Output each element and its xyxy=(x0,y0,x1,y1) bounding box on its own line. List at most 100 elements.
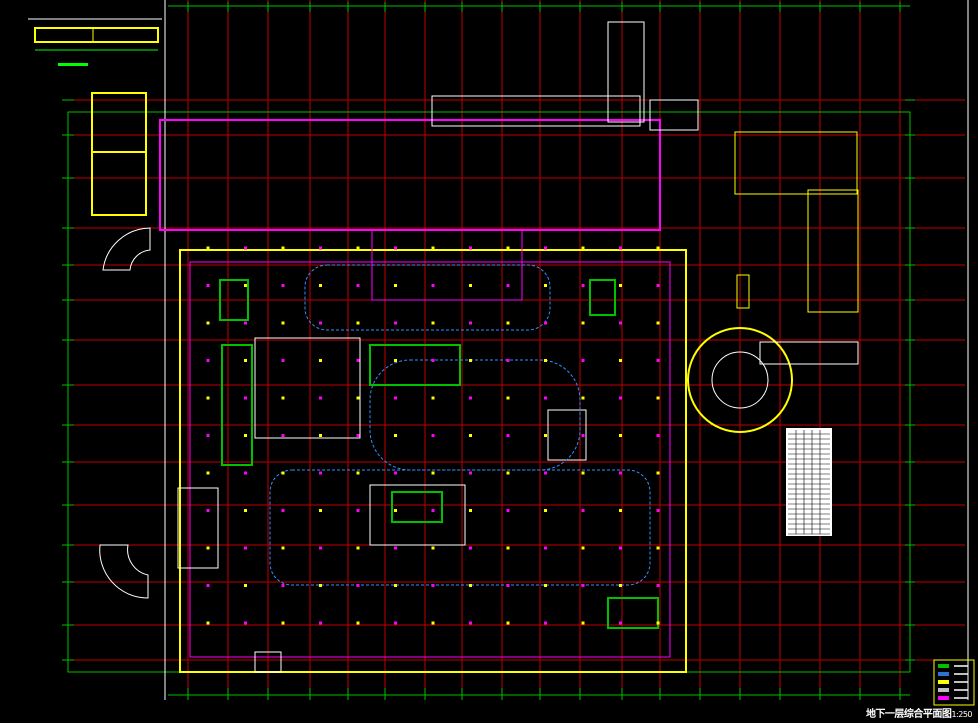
column xyxy=(319,321,322,325)
column xyxy=(619,396,622,400)
column xyxy=(656,584,660,587)
column xyxy=(356,284,360,287)
column xyxy=(319,434,322,437)
column xyxy=(281,621,285,625)
column xyxy=(281,509,285,512)
column xyxy=(206,396,210,400)
column xyxy=(544,546,547,550)
schedule-table xyxy=(786,428,832,536)
column xyxy=(619,471,622,475)
column xyxy=(544,471,547,475)
column xyxy=(656,509,660,512)
column xyxy=(469,434,472,437)
column xyxy=(206,546,210,550)
column xyxy=(656,621,660,625)
column xyxy=(581,396,585,400)
column xyxy=(469,321,472,325)
column xyxy=(506,434,510,437)
column xyxy=(356,621,360,625)
column xyxy=(506,284,510,287)
column xyxy=(319,396,322,400)
column xyxy=(619,509,622,512)
column xyxy=(581,509,585,512)
column xyxy=(206,246,210,250)
axis-frame xyxy=(67,111,911,673)
column xyxy=(656,284,660,287)
key-plan xyxy=(28,18,162,66)
column xyxy=(431,621,435,625)
column xyxy=(394,321,397,325)
axis-lines xyxy=(67,0,969,700)
column xyxy=(431,359,435,362)
column xyxy=(431,246,435,250)
column xyxy=(656,546,660,550)
column xyxy=(581,434,585,437)
column xyxy=(356,584,360,587)
column xyxy=(469,246,472,250)
column xyxy=(469,546,472,550)
column xyxy=(619,284,622,287)
column xyxy=(431,509,435,512)
column xyxy=(506,246,510,250)
annex-buildings xyxy=(91,92,859,313)
column xyxy=(619,246,622,250)
scale-text: 1:250 xyxy=(951,710,972,719)
column xyxy=(319,471,322,475)
structural-columns xyxy=(206,246,660,625)
ramps xyxy=(99,227,859,599)
column xyxy=(619,359,622,362)
column xyxy=(656,246,660,250)
column xyxy=(281,434,285,437)
column xyxy=(319,546,322,550)
column xyxy=(356,246,360,250)
column xyxy=(244,509,247,512)
column xyxy=(206,621,210,625)
column xyxy=(356,359,360,362)
axis-ticks xyxy=(62,2,915,700)
column xyxy=(544,321,547,325)
column xyxy=(544,246,547,250)
column xyxy=(394,584,397,587)
column xyxy=(394,546,397,550)
title-text: 地下一层综合平面图 xyxy=(865,709,952,720)
column xyxy=(506,584,510,587)
drive-aisles xyxy=(269,264,651,586)
column xyxy=(356,509,360,512)
column xyxy=(581,546,585,550)
column xyxy=(394,396,397,400)
column xyxy=(469,584,472,587)
column xyxy=(244,621,247,625)
column xyxy=(281,584,285,587)
column xyxy=(506,509,510,512)
column xyxy=(544,284,547,287)
column xyxy=(356,471,360,475)
column xyxy=(431,434,435,437)
column xyxy=(206,509,210,512)
column xyxy=(581,621,585,625)
column xyxy=(544,509,547,512)
column xyxy=(619,546,622,550)
column xyxy=(581,284,585,287)
red-grid-lines xyxy=(70,0,965,700)
column xyxy=(281,546,285,550)
column xyxy=(656,396,660,400)
column xyxy=(206,321,210,325)
column xyxy=(469,359,472,362)
column xyxy=(319,359,322,362)
column xyxy=(581,471,585,475)
column xyxy=(506,359,510,362)
legend-swatch xyxy=(938,688,949,692)
column xyxy=(394,434,397,437)
column xyxy=(544,359,547,362)
column xyxy=(356,546,360,550)
column xyxy=(431,284,435,287)
column xyxy=(394,621,397,625)
column xyxy=(244,359,247,362)
column xyxy=(506,621,510,625)
column xyxy=(656,321,660,325)
column xyxy=(206,584,210,587)
column xyxy=(319,509,322,512)
column xyxy=(581,359,585,362)
drawing-title: 地下一层综合平面图1:250 xyxy=(865,709,973,721)
